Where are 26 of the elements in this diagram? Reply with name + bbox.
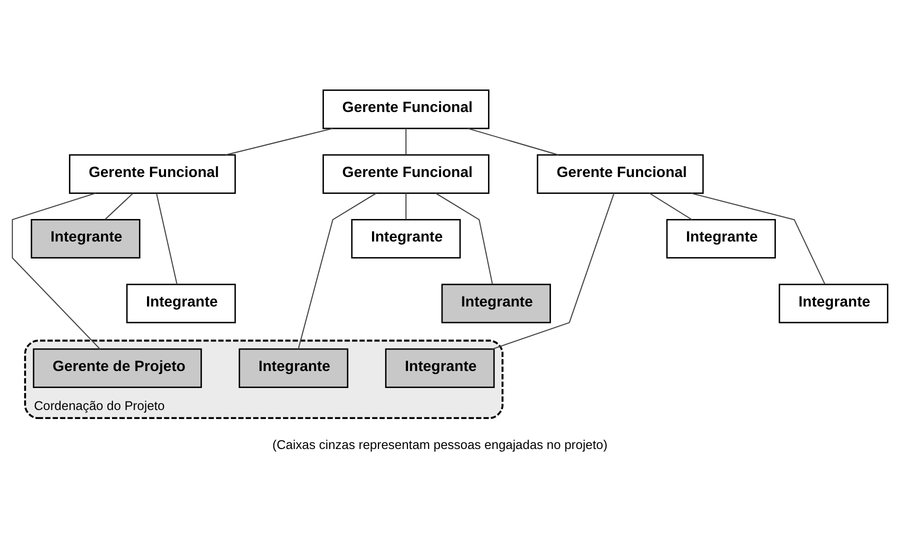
connector [492, 192, 615, 350]
node-box: Gerente de Projeto [32, 348, 202, 388]
connector [225, 128, 333, 155]
label: (Caixas cinzas representam pessoas engajadas no projeto) [272, 436, 608, 452]
connector [104, 192, 134, 220]
node-box: Integrante [778, 283, 888, 323]
node-box: Gerente Funcional [322, 89, 490, 129]
connector [405, 128, 406, 154]
node-box: Integrante [30, 218, 140, 258]
node-box: Integrante [351, 218, 461, 258]
node-box: Integrante [238, 348, 348, 388]
node-box: Integrante [385, 348, 495, 388]
node-box: Gerente Funcional [536, 154, 704, 194]
node-box: Gerente Funcional [322, 154, 490, 194]
connector [468, 128, 559, 155]
connector [690, 192, 826, 284]
node-box: Gerente Funcional [68, 154, 236, 194]
connector [156, 192, 178, 284]
connector [405, 192, 406, 219]
node-box: Integrante [666, 218, 776, 258]
connector [435, 192, 493, 284]
connector [649, 192, 692, 220]
connector [298, 192, 376, 349]
connector [12, 192, 100, 349]
node-box: Integrante [441, 283, 551, 323]
node-box: Integrante [126, 283, 236, 323]
